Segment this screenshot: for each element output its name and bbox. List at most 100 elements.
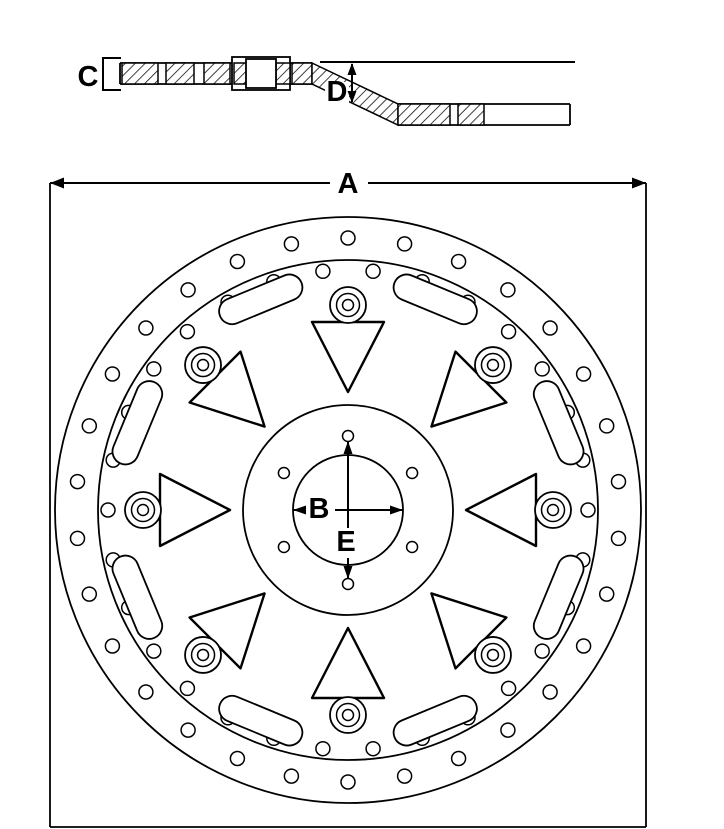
triangle-cutout (310, 320, 386, 394)
drill-hole (340, 230, 356, 246)
label-offset: D (327, 76, 348, 108)
drill-hole (229, 253, 246, 270)
label-bore-diameter: B (309, 493, 330, 525)
drill-hole (138, 684, 154, 700)
drill-hole (69, 530, 86, 547)
drill-hole (542, 684, 558, 700)
drill-hole (365, 263, 381, 280)
arrowhead-left-icon (293, 505, 306, 515)
drill-hole (138, 320, 154, 336)
drill-hole (180, 722, 196, 738)
bore-dimension: B (293, 492, 403, 525)
slot-cutout (111, 380, 164, 466)
floating-bobbins (124, 286, 572, 734)
drill-hole (575, 638, 592, 654)
slot-cutout (392, 273, 478, 326)
arrowhead-down-icon (343, 566, 353, 579)
drill-hole (283, 236, 300, 252)
drill-hole (315, 263, 331, 280)
bobbin (184, 636, 222, 674)
hatched-section (121, 62, 159, 85)
bolt-hole-pattern (277, 429, 419, 591)
drill-hole (179, 323, 196, 340)
arrowhead-up-icon (343, 441, 353, 454)
bobbin (534, 491, 572, 529)
slot-cutout (532, 554, 585, 640)
arrowhead-right-icon (390, 505, 403, 515)
drill-hole (69, 473, 86, 490)
bounding-box (49, 183, 647, 828)
drill-hole (146, 643, 162, 659)
drill-hole (283, 768, 300, 784)
bobbin (474, 346, 512, 384)
slot-cutout (218, 273, 304, 326)
bolt-hole (405, 540, 419, 554)
triangle-cutout (158, 472, 232, 548)
drill-hole (340, 774, 356, 790)
drill-hole (500, 722, 516, 738)
hatched-section (165, 62, 195, 85)
drill-hole (500, 680, 517, 697)
drill-hole (180, 282, 196, 298)
drill-hole (315, 740, 331, 757)
drill-hole (450, 750, 467, 767)
drill-hole (104, 366, 121, 382)
bolt-hole (341, 577, 355, 591)
arrowhead-down-icon (347, 91, 357, 103)
drill-hole (81, 418, 98, 434)
drill-hole (534, 361, 550, 377)
front-view: A B E (49, 168, 647, 828)
drill-hole (229, 750, 246, 767)
drill-hole (396, 768, 413, 784)
triangle-cutout (464, 472, 538, 548)
slot-cutout (532, 380, 585, 466)
drill-hole (396, 236, 413, 252)
braking-band-inner-edge (97, 259, 599, 761)
drill-hole (450, 253, 467, 270)
cross-section-view: C D (78, 56, 575, 127)
hub-outer-edge (242, 404, 454, 616)
drill-hole (104, 638, 121, 654)
triangle-cutout (310, 626, 386, 700)
hatched-section (397, 103, 451, 126)
label-outer-diameter: A (338, 168, 359, 200)
bobbin (124, 491, 162, 529)
drill-hole (575, 366, 592, 382)
arrowhead-up-icon (347, 63, 357, 75)
bolt-circle-dimension: E (330, 441, 363, 579)
hatched-section (457, 103, 485, 126)
slot-cutout (218, 694, 304, 747)
drill-hole (598, 418, 615, 434)
bobbin (329, 696, 367, 734)
bobbin (329, 286, 367, 324)
bolt-hole (405, 466, 419, 480)
slot-cutout (392, 694, 478, 747)
drill-hole (534, 643, 550, 659)
drill-hole (580, 502, 596, 518)
label-backer (303, 492, 335, 524)
bobbin-rivet-section (245, 58, 277, 89)
drill-hole (179, 680, 196, 697)
bolt-hole (341, 429, 355, 443)
drill-hole (542, 320, 558, 336)
slot-cutout (111, 554, 164, 640)
drill-hole (81, 586, 98, 602)
drill-hole (610, 473, 627, 490)
label-backer (325, 82, 349, 104)
label-backer (330, 528, 363, 558)
arrowhead-left-icon (50, 177, 64, 189)
hatched-section (275, 62, 291, 85)
drill-hole (500, 282, 516, 298)
hatched-section (291, 62, 313, 85)
bobbin (474, 636, 512, 674)
drill-hole (146, 361, 162, 377)
bolt-hole (277, 540, 291, 554)
thickness-bracket (102, 57, 121, 91)
drill-hole (100, 502, 116, 518)
bolt-hole (277, 466, 291, 480)
label-bolt-circle: E (336, 526, 355, 558)
drill-hole (610, 530, 627, 547)
label-thickness: C (78, 61, 99, 93)
bobbin (184, 346, 222, 384)
